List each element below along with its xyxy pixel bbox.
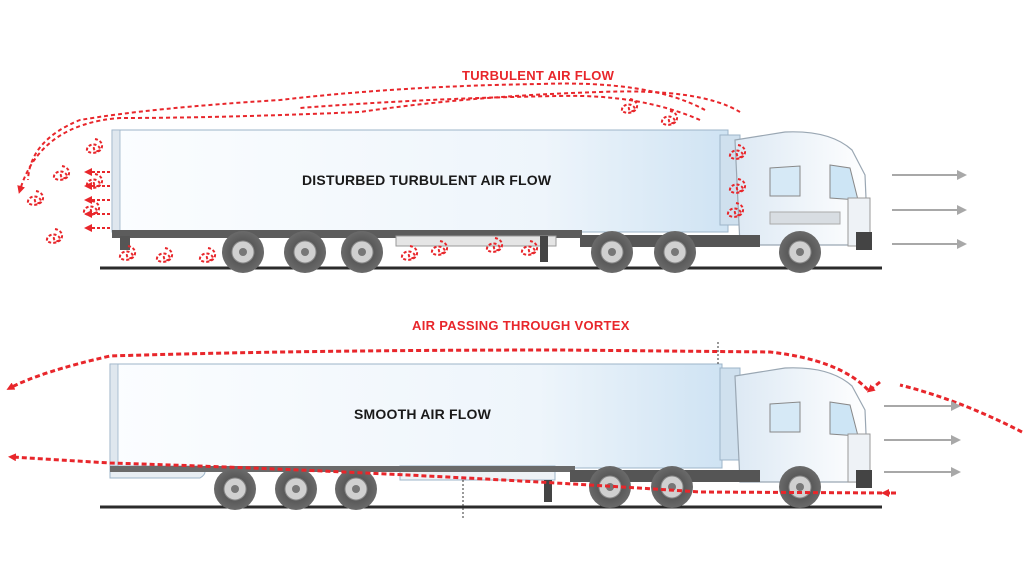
rear-wake-arrows <box>84 168 110 232</box>
disturbed-turbulent-air-flow-label: DISTURBED TURBULENT AIR FLOW <box>302 172 552 188</box>
turbulent-air-flow-label: TURBULENT AIR FLOW <box>462 68 615 83</box>
trailer-body-bottom <box>109 363 723 469</box>
trailer-chassis <box>112 230 582 238</box>
smooth-air-flow-label: SMOOTH AIR FLOW <box>354 406 492 422</box>
turbulent-airflow <box>17 82 741 194</box>
air-passing-through-vortex-label: AIR PASSING THROUGH VORTEX <box>412 318 630 333</box>
incoming-air-bottom <box>884 401 961 477</box>
incoming-air-top <box>892 170 967 249</box>
bottom-truck <box>100 342 882 520</box>
top-truck <box>100 129 882 274</box>
